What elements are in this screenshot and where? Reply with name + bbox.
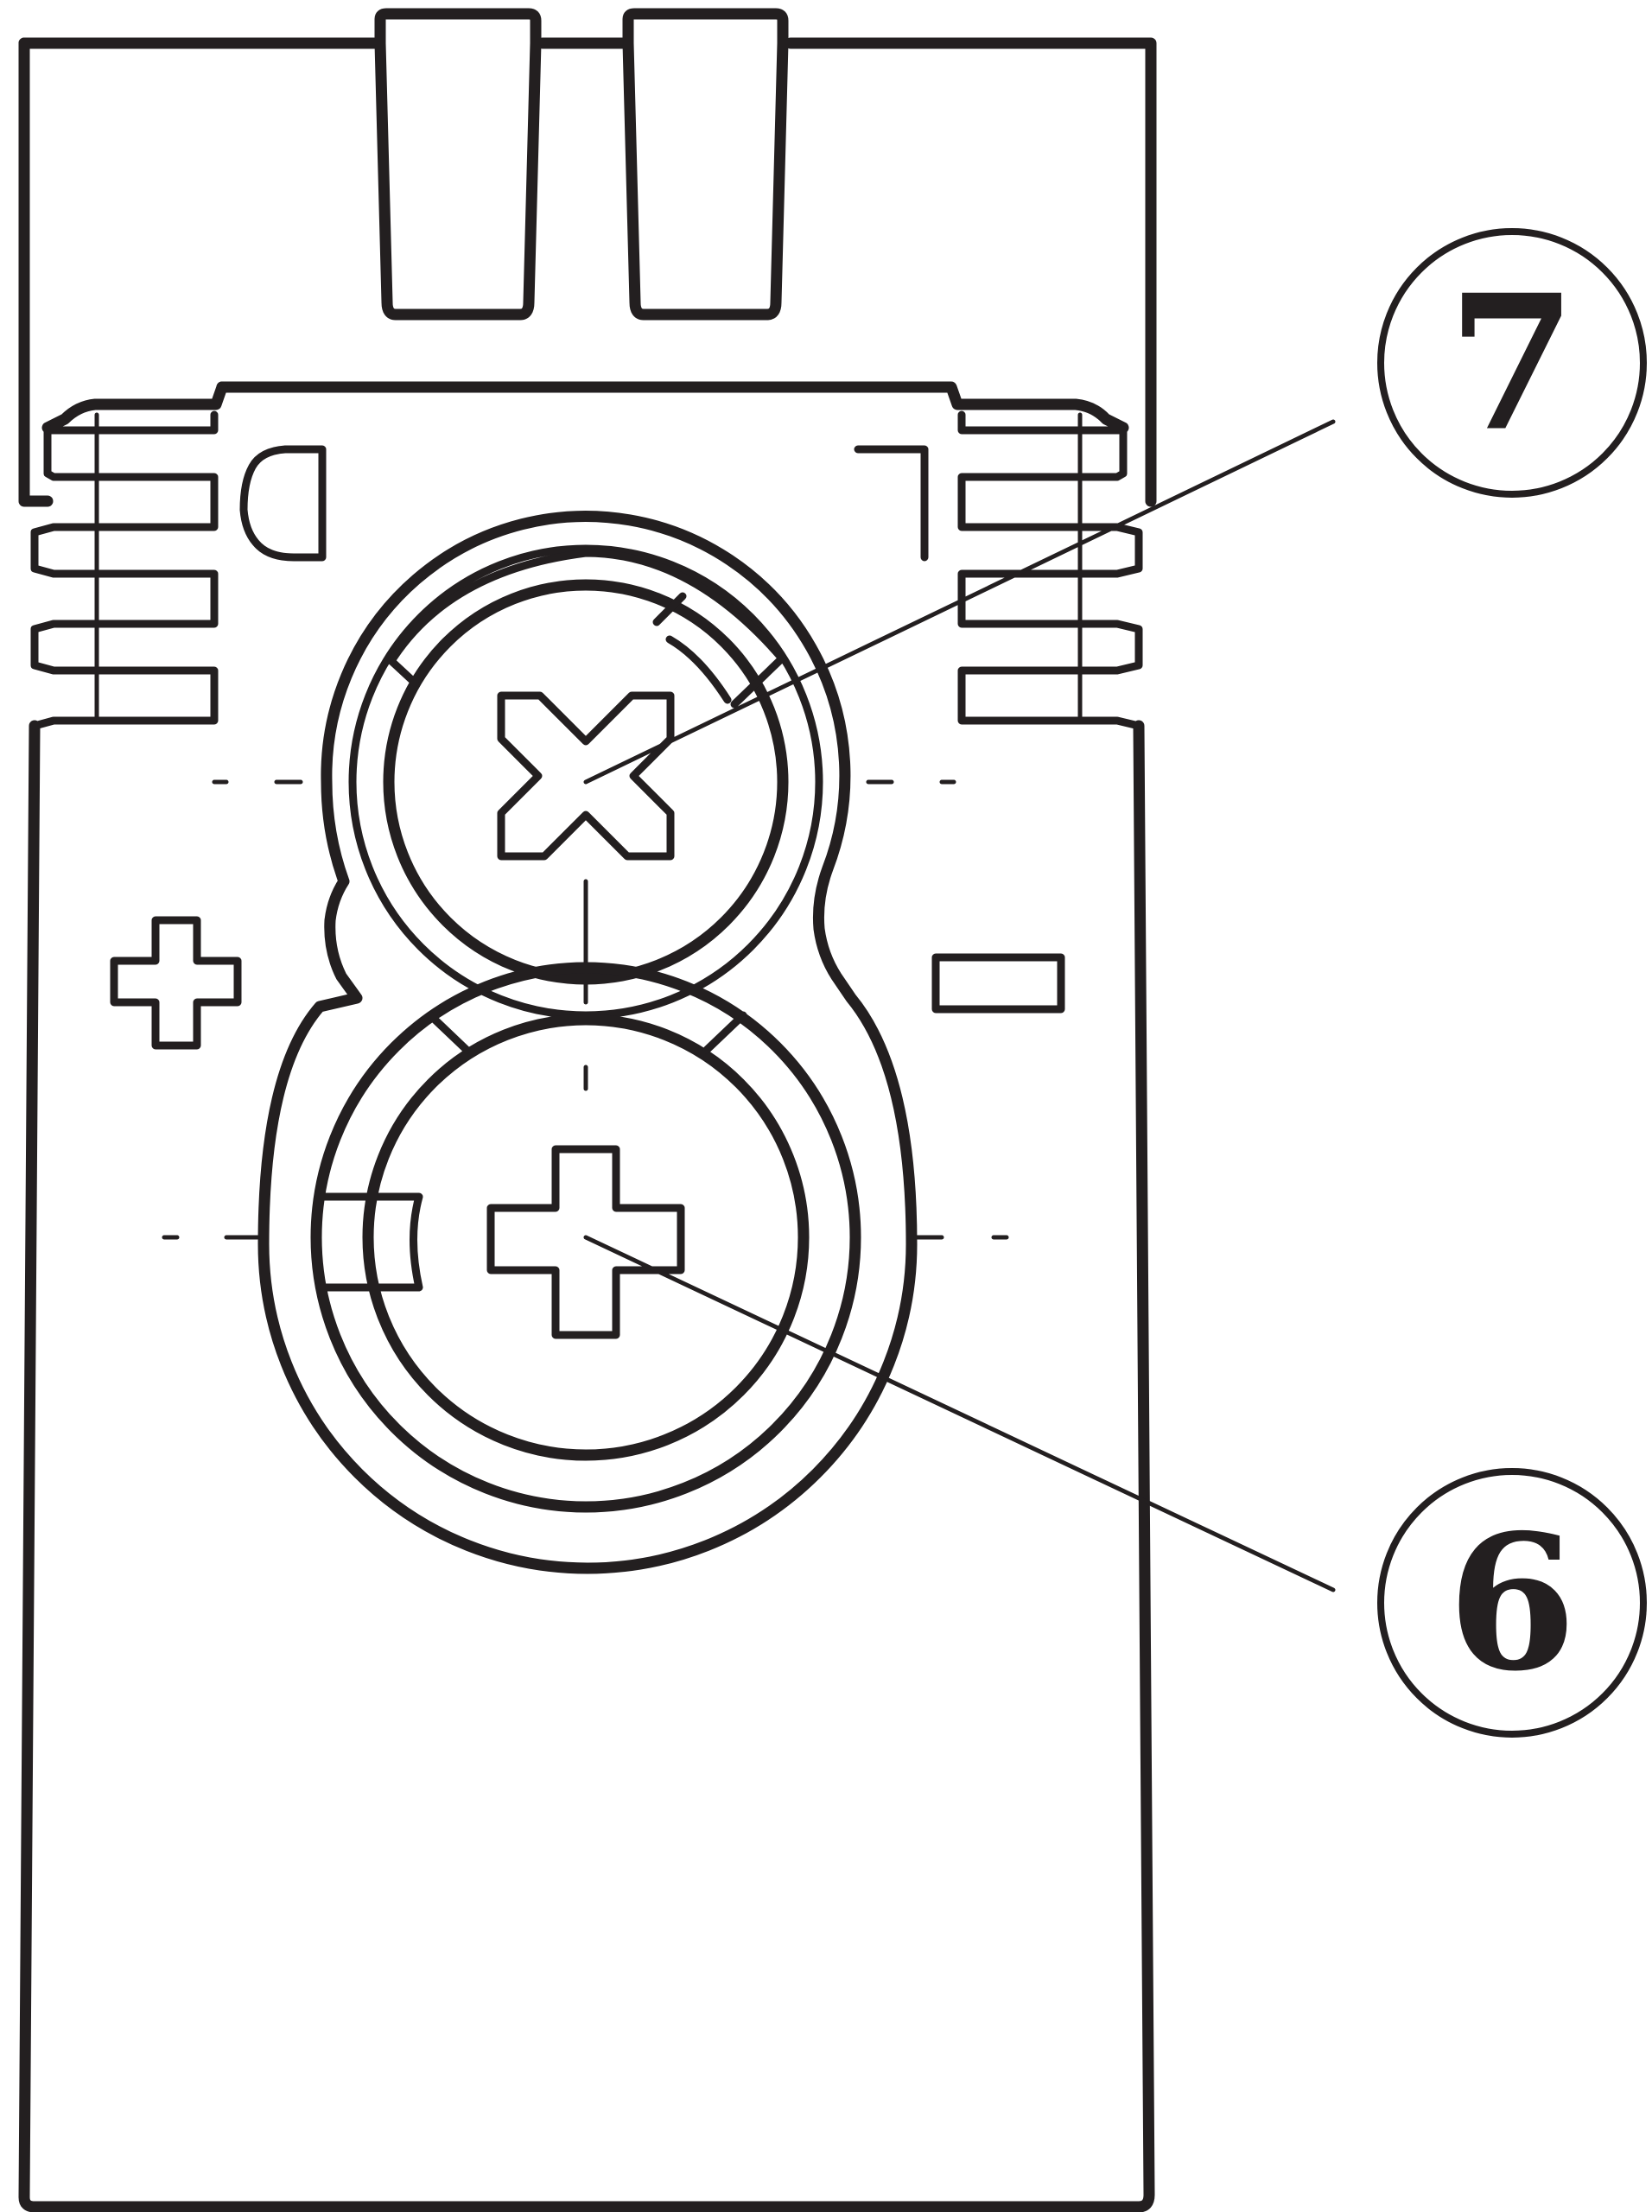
lower-screw xyxy=(310,962,861,1513)
leader-line-6 xyxy=(583,1235,1336,1592)
top-tab-left xyxy=(374,8,542,321)
callout-6: 6 xyxy=(1377,1468,1647,1738)
top-tab-right xyxy=(622,8,789,321)
corner-mark-left xyxy=(239,445,327,562)
corner-mark-right xyxy=(854,445,929,562)
housing-body xyxy=(18,381,1155,2212)
leader-line-7 xyxy=(583,419,1336,785)
terminal-outline xyxy=(257,511,918,1574)
plus-symbol-icon xyxy=(110,916,242,1050)
callout-7: 7 xyxy=(1377,228,1647,498)
axis-lines xyxy=(162,779,1009,1240)
callout-6-label: 6 xyxy=(1447,1494,1577,1713)
left-ribs xyxy=(30,410,219,730)
right-ribs xyxy=(957,410,1143,730)
callout-7-label: 7 xyxy=(1447,254,1577,473)
minus-symbol-icon xyxy=(931,953,1065,1014)
housing-top xyxy=(18,37,1157,507)
